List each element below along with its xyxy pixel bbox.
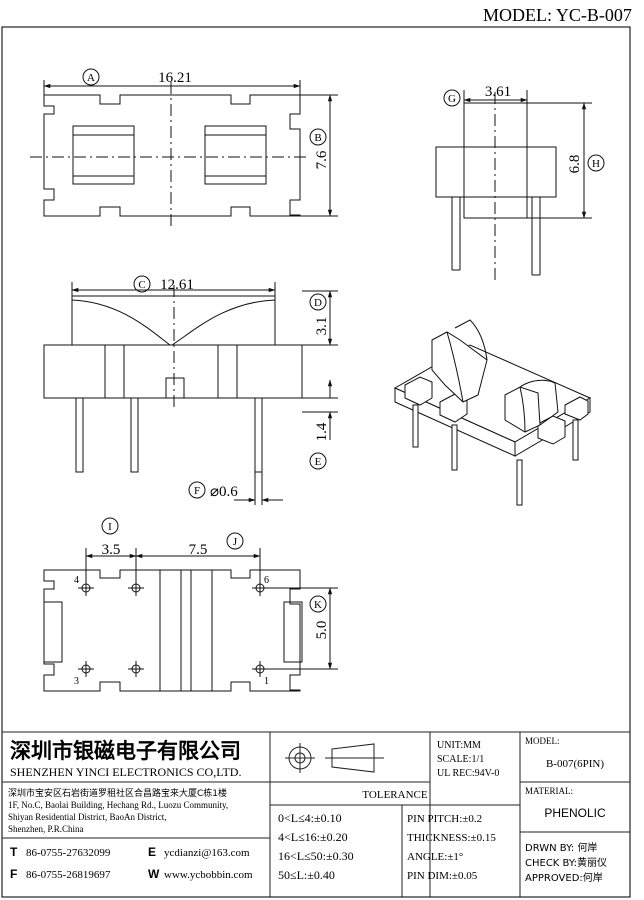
tolerance-3: 16<L≤50:±0.30	[278, 849, 354, 863]
address-cn: 深圳市宝安区石岩街道罗租社区合昌路宝来大厦C栋1楼	[8, 787, 227, 799]
approved-by: APPROVED:何岸	[525, 871, 603, 884]
isometric-view	[393, 319, 592, 506]
contact-t-value: 86-0755-27632099	[26, 847, 111, 859]
address-en-1: 1F, No.C, Baolai Building, Hechang Rd., …	[8, 800, 228, 810]
front-view-base	[43, 344, 303, 399]
contact-f-value: 86-0755-26819697	[26, 869, 111, 881]
projection-symbol-cone	[331, 743, 375, 773]
label-c-circle	[133, 275, 151, 293]
address-en-3: Shenzhen, P.R.China	[8, 824, 84, 834]
label-d: D	[314, 297, 322, 309]
contact-t-label: T	[10, 845, 18, 859]
label-d-circle	[309, 293, 327, 311]
side-view-flange	[435, 146, 557, 198]
label-e-circle	[309, 452, 327, 470]
model-header: MODEL: YC-B-007	[483, 5, 632, 25]
label-k: K	[314, 599, 322, 611]
label-e: E	[315, 456, 322, 468]
pin-front-2	[130, 397, 139, 473]
material-label: MATERIAL:	[525, 786, 573, 796]
pin-number-4: 4	[74, 575, 79, 586]
label-j-circle	[226, 532, 244, 550]
bottom-view	[43, 517, 338, 692]
label-b: B	[314, 132, 321, 144]
scale-label: SCALE:1/1	[437, 754, 484, 765]
unit-label: UNIT:MM	[437, 740, 481, 751]
top-view-window-left	[72, 125, 135, 185]
contact-f-label: F	[10, 867, 17, 881]
tolerance-thickness: THICKNESS:±0.15	[407, 832, 496, 844]
dim-b: 7.6	[314, 150, 330, 169]
dim-d: 3.1	[314, 317, 330, 336]
dim-j: 7.5	[189, 542, 208, 558]
top-view	[30, 68, 338, 228]
tolerance-4: 50≤L:±0.40	[278, 868, 335, 882]
dim-c: 12.61	[160, 277, 194, 293]
company-name-cn: 深圳市银磁电子有限公司	[10, 739, 241, 763]
tolerance-pin-dim: PIN DIM:±0.05	[407, 870, 478, 882]
label-j: J	[233, 536, 238, 548]
top-view-outline	[43, 94, 301, 217]
model-value: B-007(6PIN)	[546, 758, 604, 770]
tolerance-pin-pitch: PIN PITCH:±0.2	[407, 813, 482, 825]
pin-iso-1	[412, 404, 419, 448]
model-label: MODEL:	[525, 736, 560, 746]
bottom-view-outline	[43, 569, 301, 692]
contact-e-label: E	[148, 845, 156, 859]
tolerance-title: TOLERANCE	[362, 789, 427, 801]
label-g-circle	[443, 89, 461, 107]
title-block	[2, 731, 630, 897]
pin-iso-2	[451, 424, 458, 471]
checked-by: CHECK BY:黄丽仪	[525, 856, 607, 869]
sheet-border	[1, 26, 631, 898]
pin-iso-4	[572, 419, 579, 461]
pin-iso-3	[516, 459, 523, 506]
label-a-circle	[82, 68, 100, 86]
label-g: G	[448, 93, 456, 105]
label-h-circle	[587, 154, 605, 172]
pin-number-3: 3	[74, 676, 79, 687]
dim-f: ⌀0.6	[210, 484, 238, 500]
dim-h: 6.8	[567, 155, 583, 174]
pin-front-3	[254, 397, 263, 473]
pin-front-1	[75, 397, 84, 473]
dim-i: 3.5	[102, 542, 121, 558]
address-en-2: Shiyan Residential District, BaoAn Distr…	[8, 812, 166, 822]
front-view	[43, 275, 338, 505]
contact-w-label: W	[148, 867, 160, 881]
pin-number-6: 6	[264, 575, 269, 586]
label-i: I	[108, 521, 112, 533]
tolerance-1: 0<L≤4:±0.10	[278, 811, 342, 825]
dim-g: 3.61	[485, 84, 511, 100]
top-view-window-right	[204, 125, 267, 185]
label-c: C	[138, 279, 145, 291]
label-f-circle	[188, 481, 206, 499]
tolerance-2: 4<L≤16:±0.20	[278, 830, 348, 844]
pin-number-1: 1	[264, 676, 269, 687]
label-a: A	[87, 72, 95, 84]
drawn-by: DRWN BY: 何岸	[525, 841, 597, 854]
label-k-circle	[309, 595, 327, 613]
dim-a: 16.21	[158, 70, 192, 86]
ul-label: UL REC:94V-0	[437, 768, 499, 779]
label-b-circle	[309, 128, 327, 146]
contact-e-value: ycdianzi@163.com	[164, 847, 250, 859]
company-name-en: SHENZHEN YINCI ELECTRONICS CO,LTD.	[10, 765, 241, 779]
label-i-circle	[101, 517, 119, 535]
dim-e: 1.4	[314, 422, 330, 441]
contact-w-value: www.ycbobbin.com	[164, 869, 253, 881]
label-f: F	[194, 485, 200, 497]
label-h: H	[592, 158, 600, 170]
side-view	[435, 89, 605, 282]
material-value: PHENOLIC	[544, 806, 606, 820]
tolerance-angle: ANGLE:±1°	[407, 851, 463, 863]
dim-k: 5.0	[314, 621, 330, 640]
